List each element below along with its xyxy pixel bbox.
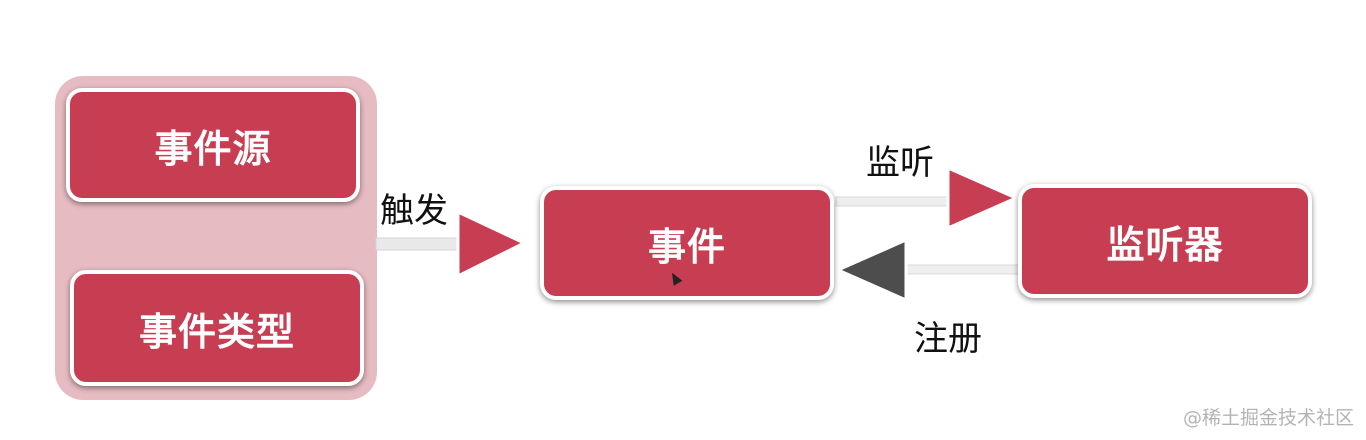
event-type-node: 事件类型 — [70, 270, 364, 386]
register-label: 注册 — [914, 319, 982, 359]
listener-node: 监听器 — [1018, 184, 1312, 298]
listen-line — [835, 196, 953, 207]
trigger-arrow-icon — [456, 209, 528, 279]
trigger-line — [375, 237, 471, 251]
register-line — [897, 264, 1021, 275]
listen-label: 监听 — [866, 143, 934, 183]
register-arrow-icon — [834, 237, 908, 303]
trigger-label: 触发 — [380, 191, 448, 231]
listen-arrow-icon — [946, 165, 1020, 231]
event-node: 事件 — [540, 186, 834, 300]
event-source-node: 事件源 — [66, 88, 360, 202]
watermark: @稀土掘金技术社区 — [1182, 407, 1354, 429]
